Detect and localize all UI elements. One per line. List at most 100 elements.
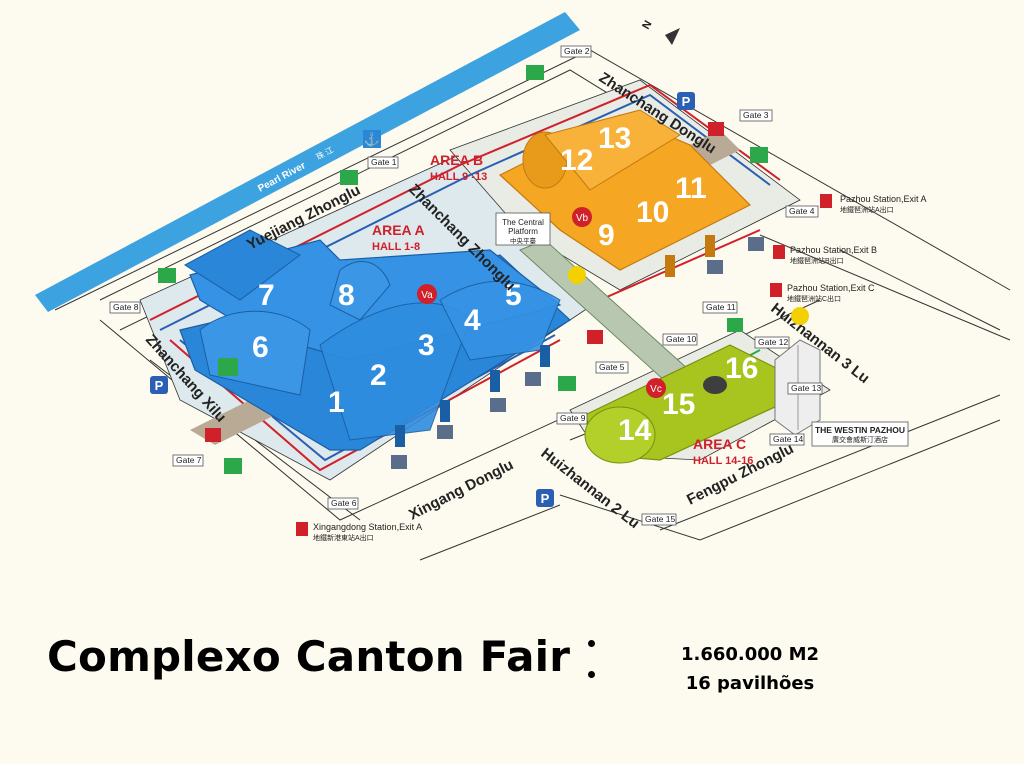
taxi-icon bbox=[568, 266, 586, 284]
marker-va-label: Va bbox=[421, 290, 433, 301]
svg-text:P: P bbox=[682, 94, 691, 109]
svg-text:Xingangdong Station,Exit A: Xingangdong Station,Exit A bbox=[313, 522, 422, 532]
bus-icon bbox=[158, 268, 176, 283]
area-c-buildings bbox=[584, 344, 791, 464]
bus-icon bbox=[558, 376, 576, 391]
hall-number-2: 2 bbox=[370, 359, 387, 392]
hotel-bus-icon bbox=[391, 455, 407, 469]
svg-text:地鐵琶洲站A出口: 地鐵琶洲站A出口 bbox=[840, 205, 894, 214]
road-xingang: Xingang Donglu bbox=[406, 456, 516, 523]
svg-text:Gate 6: Gate 6 bbox=[331, 498, 357, 508]
westin-label-cn: 廣交會威斯汀酒店 bbox=[832, 435, 888, 444]
svg-text:Pazhou Station,Exit A: Pazhou Station,Exit A bbox=[840, 194, 927, 204]
caption-stats: 1.660.000 M2 16 pavilhões bbox=[650, 640, 850, 698]
area-b-buildings bbox=[498, 109, 752, 277]
hall-number-14: 14 bbox=[618, 414, 652, 447]
area-c-label: AREA C bbox=[693, 436, 746, 452]
hotel-bus-icon bbox=[748, 237, 764, 251]
hotel-bus-icon bbox=[437, 425, 453, 439]
svg-text:P: P bbox=[155, 378, 164, 393]
gate-icon bbox=[218, 358, 238, 376]
hall-number-3: 3 bbox=[418, 329, 435, 362]
svg-text:Gate 10: Gate 10 bbox=[666, 334, 697, 344]
canton-fair-map: Pearl River 珠 江 bbox=[35, 12, 1011, 561]
svg-text:Gate 15: Gate 15 bbox=[645, 514, 676, 524]
area-a-label: AREA A bbox=[372, 222, 425, 238]
stat-area: 1.660.000 M2 bbox=[680, 644, 820, 665]
station-icon bbox=[820, 194, 832, 208]
svg-text:Gate 14: Gate 14 bbox=[773, 434, 804, 444]
toilet-icon bbox=[750, 147, 768, 163]
platform-label-cn: 中央平臺 bbox=[510, 236, 537, 245]
hall-number-9: 9 bbox=[598, 219, 615, 252]
svg-text:Pazhou Station,Exit B: Pazhou Station,Exit B bbox=[790, 245, 877, 255]
station-icon bbox=[770, 283, 782, 297]
station-icon bbox=[296, 522, 308, 536]
taxi-icon bbox=[791, 307, 809, 325]
parking-icon bbox=[536, 489, 554, 507]
svg-text:地鐵琶洲站C出口: 地鐵琶洲站C出口 bbox=[787, 294, 841, 303]
svg-text:Gate 13: Gate 13 bbox=[791, 383, 822, 393]
area-b-halls: HALL 9 -13 bbox=[430, 171, 487, 183]
svg-text:Gate 3: Gate 3 bbox=[743, 110, 769, 120]
area-a-halls: HALL 1-8 bbox=[372, 241, 420, 253]
train-icon bbox=[708, 122, 724, 136]
svg-text:⚓: ⚓ bbox=[364, 132, 380, 147]
hall-number-16: 16 bbox=[725, 352, 758, 385]
hall-number-6: 6 bbox=[252, 331, 269, 364]
svg-text:Gate 9: Gate 9 bbox=[560, 413, 586, 423]
hall-number-8: 8 bbox=[338, 279, 355, 312]
north-label: N bbox=[640, 19, 654, 32]
hall-number-13: 13 bbox=[598, 122, 631, 155]
hall-number-12: 12 bbox=[560, 144, 593, 177]
hall-number-7: 7 bbox=[258, 279, 275, 312]
station-icon bbox=[773, 245, 785, 259]
hotel-bus-icon bbox=[490, 398, 506, 412]
marker-va bbox=[417, 284, 437, 304]
svg-text:Gate 4: Gate 4 bbox=[789, 206, 815, 216]
marker-vc-label: Vc bbox=[650, 384, 662, 395]
svg-text:Gate 5: Gate 5 bbox=[599, 362, 625, 372]
area-c-halls: HALL 14-16 bbox=[693, 455, 753, 467]
hall-number-5: 5 bbox=[505, 279, 522, 312]
hotel-bus-icon bbox=[707, 260, 723, 274]
toilet-icon bbox=[224, 458, 242, 474]
train-icon bbox=[587, 330, 603, 344]
area-a-buildings bbox=[179, 229, 571, 451]
svg-text:P: P bbox=[541, 491, 550, 506]
svg-text:Gate 2: Gate 2 bbox=[564, 46, 590, 56]
toilet-icon bbox=[727, 318, 743, 332]
bus-icon bbox=[340, 170, 358, 185]
north-arrow-icon bbox=[665, 28, 680, 45]
caption-title: Complexo Canton Fair bbox=[47, 632, 571, 681]
marker-vb-label: Vb bbox=[576, 213, 589, 224]
svg-text:Gate 1: Gate 1 bbox=[371, 157, 397, 167]
parking-icon bbox=[677, 92, 695, 110]
map-icons: ⚓ P P P bbox=[150, 65, 809, 507]
svg-text:Gate 11: Gate 11 bbox=[706, 302, 736, 312]
hotel-bus-icon bbox=[525, 372, 541, 386]
svg-text:Pazhou Station,Exit C: Pazhou Station,Exit C bbox=[787, 283, 875, 293]
hall-number-15: 15 bbox=[662, 388, 695, 421]
gates: Gate 1 Gate 2 Gate 3 Gate 4 Gate 5 Gate … bbox=[109, 45, 823, 526]
caption-separator bbox=[582, 640, 602, 702]
hall-number-11: 11 bbox=[675, 172, 707, 205]
westin-label: THE WESTIN PAZHOU bbox=[815, 425, 905, 435]
bus-icon bbox=[526, 65, 544, 80]
svg-text:地鐵新港東站A出口: 地鐵新港東站A出口 bbox=[313, 533, 374, 542]
marker-vc bbox=[646, 378, 666, 398]
svg-text:Gate 7: Gate 7 bbox=[176, 455, 202, 465]
hall-number-10: 10 bbox=[636, 196, 669, 229]
stations: Pazhou Station,Exit A 地鐵琶洲站A出口 Pazhou St… bbox=[296, 194, 927, 542]
hall-number-1: 1 bbox=[328, 386, 345, 419]
parking-icon bbox=[150, 376, 168, 394]
pearl-river bbox=[35, 12, 580, 312]
hall-number-4: 4 bbox=[464, 304, 481, 337]
svg-text:Gate 8: Gate 8 bbox=[113, 302, 139, 312]
stat-pavilions: 16 pavilhões bbox=[685, 673, 815, 694]
area-b-label: AREA B bbox=[430, 152, 483, 168]
anchor-icon bbox=[363, 130, 381, 148]
train-icon bbox=[205, 428, 221, 442]
svg-text:Gate 12: Gate 12 bbox=[758, 337, 789, 347]
